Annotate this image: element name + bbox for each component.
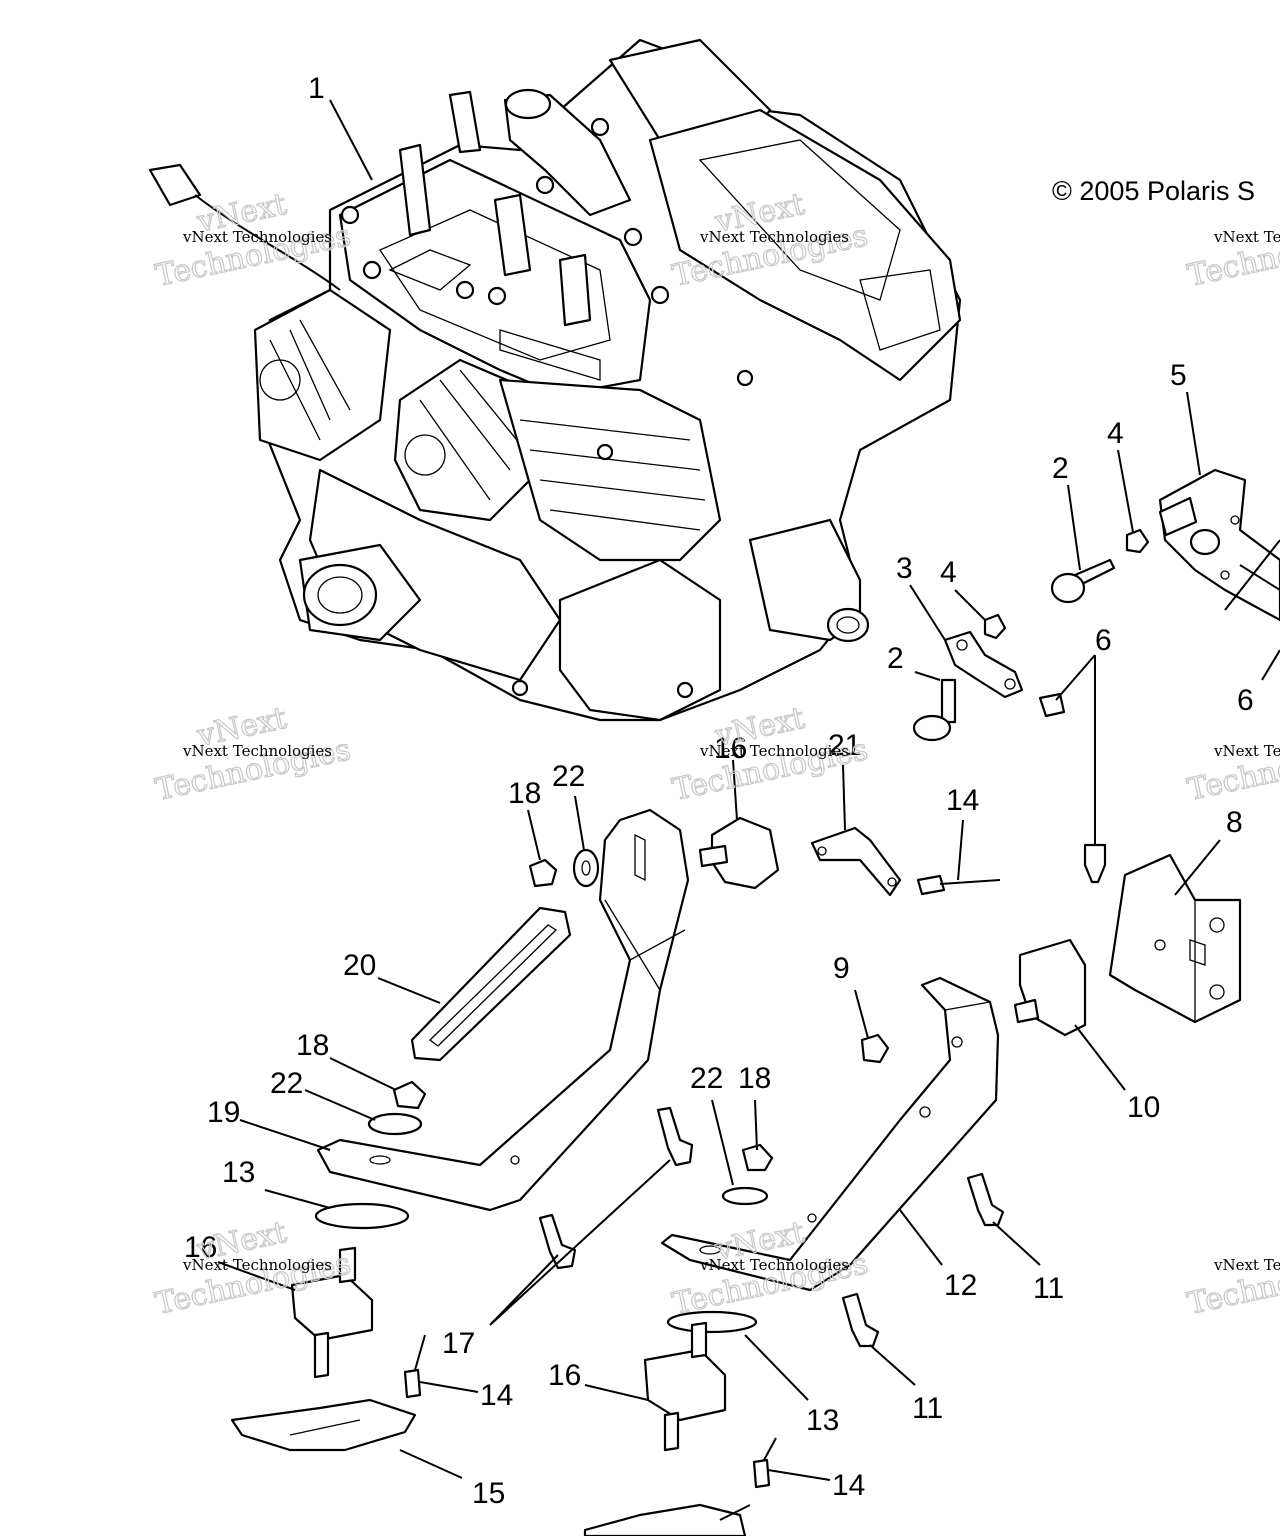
callout-4-upper: 4 xyxy=(1107,417,1124,450)
svg-text:vNext Technologies: vNext Technologies xyxy=(182,742,332,760)
svg-text:vNext Technologies: vNext Technologies xyxy=(1213,228,1280,246)
part-14-rivet-top xyxy=(916,874,1001,896)
callout-18-left: 18 xyxy=(296,1029,329,1062)
callout-5: 5 xyxy=(1170,359,1187,392)
part-14-rivet-left xyxy=(403,1334,426,1399)
part-3-bracket xyxy=(943,630,1024,699)
callout-14-top: 14 xyxy=(946,784,979,817)
part-16-mount-top xyxy=(698,816,780,890)
part-13-pad-left xyxy=(314,1202,410,1230)
callout-11-lower: 11 xyxy=(912,1392,943,1425)
part-2-bolt-lower xyxy=(912,678,957,742)
callout-3: 3 xyxy=(896,552,913,585)
callout-18-mid: 18 xyxy=(738,1062,771,1095)
part-16-mount-left xyxy=(290,1246,374,1379)
watermark-top-right: Technologies vNext Technologies xyxy=(1184,218,1280,295)
callout-22-left: 22 xyxy=(270,1067,303,1100)
callout-2-upper: 2 xyxy=(1052,452,1069,485)
part-22-washer-top xyxy=(572,848,600,888)
part-17-bolt-b xyxy=(538,1213,577,1270)
callout-13-lower: 13 xyxy=(806,1404,839,1437)
callout-4-lower: 4 xyxy=(940,556,957,589)
watermark-bottom-right: Technologies vNext Technologies xyxy=(1184,1246,1280,1323)
callout-2-lower: 2 xyxy=(887,642,904,675)
callout-16-bottom: 16 xyxy=(548,1359,581,1392)
callout-6-right: 6 xyxy=(1237,684,1254,717)
part-15-skid-bottom xyxy=(583,1503,747,1536)
part-18-nut-left xyxy=(392,1080,427,1110)
callout-labels: 1 2 2 3 4 4 5 6 6 8 9 10 11 11 12 13 13 … xyxy=(184,72,1254,1510)
part-6-screw-upper xyxy=(1038,692,1066,718)
svg-text:vNext Technologies: vNext Technologies xyxy=(1213,742,1280,760)
part-2-bolt-upper xyxy=(1050,558,1116,604)
svg-text:vNext Technologies: vNext Technologies xyxy=(182,228,332,246)
copyright-notice: © 2005 Polaris S xyxy=(1052,176,1255,206)
svg-text:vNext Technologies: vNext Technologies xyxy=(1213,1256,1280,1274)
part-6-screw-lower xyxy=(1083,843,1107,884)
part-14-rivet-bottom xyxy=(752,1437,777,1489)
callout-16-top: 16 xyxy=(714,732,747,765)
part-9-nut xyxy=(860,1033,890,1064)
part-22-washer-mid xyxy=(721,1186,769,1206)
callout-9: 9 xyxy=(833,952,850,985)
watermark-mid-right: Technologies vNext Technologies xyxy=(1184,732,1280,809)
svg-text:vNext Technologies: vNext Technologies xyxy=(699,228,849,246)
part-4-nut-lower xyxy=(983,613,1007,640)
part-15-skid-left xyxy=(230,1398,417,1452)
part-10-rubber-mount xyxy=(1013,938,1087,1037)
callout-20: 20 xyxy=(343,949,376,982)
callout-11-right: 11 xyxy=(1033,1272,1064,1305)
callout-12: 12 xyxy=(944,1269,977,1302)
callout-14-bottom: 14 xyxy=(832,1469,865,1502)
callout-13-left: 13 xyxy=(222,1156,255,1189)
engine-assembly xyxy=(148,38,962,722)
part-17-bolt-a xyxy=(656,1106,694,1167)
part-18-nut-top xyxy=(528,858,558,888)
watermark-mid-center: Technologies vNext vNext Technologies xyxy=(669,700,872,808)
callout-8: 8 xyxy=(1226,806,1243,839)
part-16-mount-bottom xyxy=(643,1321,727,1452)
svg-text:vNext Technologies: vNext Technologies xyxy=(699,742,849,760)
callout-1: 1 xyxy=(308,72,325,105)
watermark-mid-left: Technologies vNext vNext Technologies xyxy=(152,700,355,808)
callout-18-top: 18 xyxy=(508,777,541,810)
part-8-mount-bracket xyxy=(1108,853,1242,1024)
part-11-bolt-lower xyxy=(841,1292,880,1348)
callout-14-left: 14 xyxy=(480,1379,513,1412)
part-5-bracket-plate xyxy=(1158,468,1280,622)
callout-22-mid: 22 xyxy=(690,1062,723,1095)
part-11-bolt-right xyxy=(966,1172,1005,1227)
part-13-pad-right xyxy=(666,1310,758,1334)
callout-15: 15 xyxy=(472,1477,505,1510)
callout-21: 21 xyxy=(828,729,861,762)
part-21-link xyxy=(810,826,902,897)
callout-17: 17 xyxy=(442,1327,475,1360)
callout-22-top: 22 xyxy=(552,760,585,793)
part-22-washer-left xyxy=(367,1112,423,1136)
callout-10: 10 xyxy=(1127,1091,1160,1124)
callout-19: 19 xyxy=(207,1096,240,1129)
svg-text:vNext Technologies: vNext Technologies xyxy=(699,1256,849,1274)
part-19-left-bracket xyxy=(316,808,690,1212)
part-20-slotted-plate xyxy=(410,906,572,1062)
callout-6-center: 6 xyxy=(1095,624,1112,657)
leader-lines xyxy=(217,99,1280,1521)
part-4-nut-upper xyxy=(1125,528,1150,554)
svg-text:vNext Technologies: vNext Technologies xyxy=(182,1256,332,1274)
callout-16-left: 16 xyxy=(184,1231,217,1264)
part-12-right-bracket xyxy=(660,976,1000,1292)
